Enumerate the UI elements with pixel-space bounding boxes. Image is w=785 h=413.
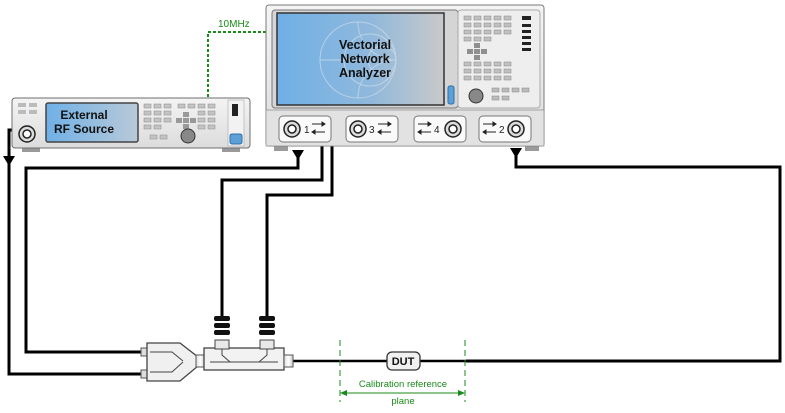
dut-label: DUT	[392, 356, 415, 368]
vna-port-1-label: 1	[304, 125, 310, 136]
port-1-arrows-icon	[311, 121, 326, 135]
cable-vna-port1-ref-a	[220, 132, 324, 318]
cal-plane-label-line2: plane	[391, 396, 414, 407]
dut: DUT	[386, 351, 421, 371]
arrow-vna-port1	[292, 150, 304, 160]
arrow-rf-source	[3, 156, 15, 166]
dut-box	[386, 351, 421, 371]
rf-source-keypad	[143, 103, 216, 140]
rf-source-knob	[180, 128, 196, 144]
vna-title-line1: Vectorial	[339, 38, 391, 52]
rf-source-power-button	[229, 133, 243, 145]
vna-port-2-label: 2	[499, 125, 505, 136]
vna-side-keys	[522, 16, 531, 51]
vna-title-line3: Analyzer	[339, 66, 391, 80]
vna-port-4: 4	[413, 115, 467, 143]
vna-nav-pad	[467, 43, 487, 60]
vna-title-line2: Network	[340, 52, 389, 66]
arrow-vna-port2	[510, 148, 522, 158]
vna-keypad	[463, 15, 512, 81]
cable-vna-port1-ref-b	[265, 132, 334, 318]
directional-coupler	[195, 316, 294, 371]
rf-source-title-line2: RF Source	[54, 122, 114, 136]
rf-source-nav-pad	[176, 112, 196, 129]
port-4-arrows-icon	[417, 121, 432, 135]
vna-knob	[468, 88, 484, 104]
vna-display	[276, 12, 445, 106]
port-2-arrows-icon	[482, 121, 497, 135]
vna-instrument: Vectorial Network Analyzer	[265, 4, 545, 151]
splitter-body	[146, 342, 199, 382]
power-splitter	[140, 342, 199, 382]
vna-port-4-label: 4	[434, 125, 440, 136]
sync-dashed-line	[207, 31, 272, 97]
vna-port-1: 1	[278, 115, 332, 143]
vna-smith-chart-watermark	[319, 21, 397, 99]
vna-port-3: 3	[345, 115, 399, 143]
rf-source-title-line1: External	[60, 108, 107, 122]
cable-vna-port1-to-splitter	[24, 153, 300, 354]
cables	[7, 128, 782, 376]
cable-arrows	[3, 148, 522, 166]
cal-plane-label-line1: Calibration reference	[359, 379, 447, 390]
vna-port-2: 2	[478, 115, 532, 143]
coupler-boot-right	[259, 316, 275, 335]
coupler-boot-left	[214, 316, 230, 335]
rf-source-display	[45, 102, 139, 143]
cable-vna-port2	[466, 150, 782, 363]
sync-label: 10MHz	[218, 19, 250, 30]
cal-plane-arrow-right-icon	[458, 390, 465, 396]
calibration-plane: Calibration reference plane	[339, 340, 466, 407]
coupler-body	[203, 347, 285, 371]
vna-port-3-label: 3	[369, 125, 375, 136]
cal-plane-arrow-left-icon	[340, 390, 347, 396]
port-3-arrows-icon	[377, 121, 392, 135]
vna-side-button	[447, 85, 455, 105]
rf-source-instrument: External RF Source	[11, 97, 251, 152]
sync-link: 10MHz	[207, 19, 272, 97]
